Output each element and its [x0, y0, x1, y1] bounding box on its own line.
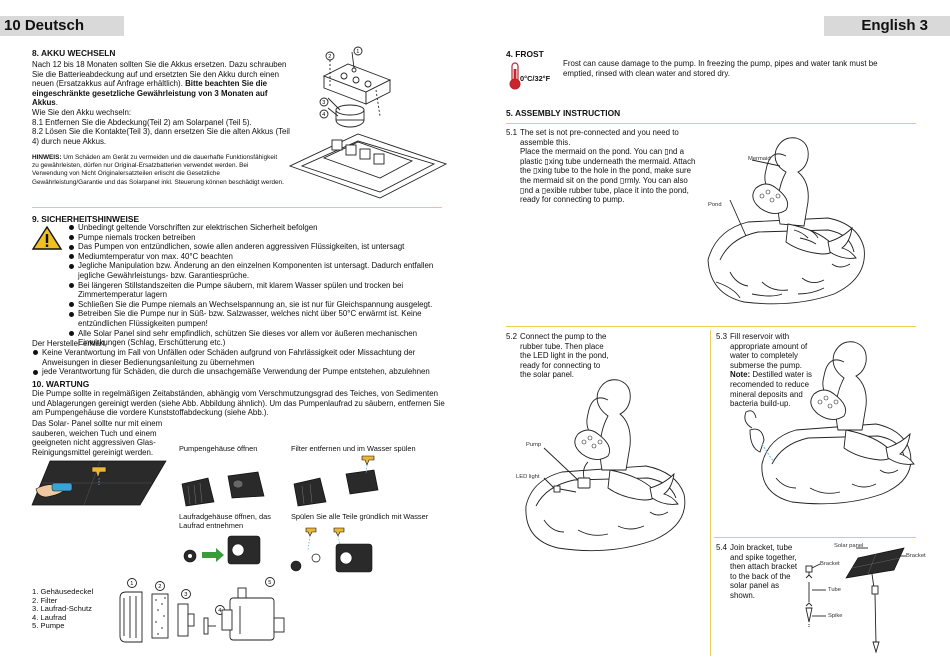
- part-number-2: 2: [158, 584, 161, 590]
- divider: [714, 537, 916, 538]
- callout-3: 3: [322, 100, 325, 106]
- section-9-heading: 9. SICHERHEITSHINWEISE: [32, 214, 140, 224]
- step-5-4: 5.4 Join bracket, tube and spike togethe…: [716, 543, 798, 600]
- frost-temperature: 0°C/32°F: [520, 74, 551, 83]
- exploded-parts-diagram: 1 2 3 4 5: [119, 577, 285, 643]
- parts-list: 1. Gehäusedeckel 2. Filter 3. Laufrad-Sc…: [32, 587, 94, 631]
- caption-impeller: Laufradgehäuse öffnen, das Laufrad entne…: [179, 512, 271, 530]
- warning-icon: [31, 225, 63, 250]
- label-pump: Pump: [526, 442, 542, 448]
- section-8-steps: Wie Sie den Akku wechseln: 8.1 Entfernen…: [32, 108, 290, 146]
- parts-rinse-illustration: [290, 527, 373, 573]
- list-item: Unbedingt geltende Vorschriften zur elek…: [68, 223, 448, 233]
- label-spike: Spike: [828, 613, 843, 619]
- list-item: Mediumtemperatur von max. 40°C beachten: [68, 252, 448, 262]
- section-8-hint: HINWEIS: Um Schäden am Gerät zu vermeide…: [32, 154, 284, 186]
- mermaid-on-pond-illustration: [707, 137, 865, 305]
- label-tube: Tube: [828, 587, 841, 593]
- pump-and-led-illustration: [525, 379, 686, 552]
- part-number-5: 5: [268, 580, 271, 586]
- section-4-heading: 4. FROST: [506, 49, 544, 59]
- step-5-1: 5.1 The set is not pre-connected and you…: [506, 128, 696, 205]
- list-item: Bei längeren Stillstandszeiten die Pumpe…: [68, 281, 448, 300]
- caption-filter: Filter entfernen und im Wasser spülen: [291, 444, 416, 453]
- solar-panel-cleaning-illustration: [31, 460, 167, 506]
- part-number-4: 4: [218, 608, 221, 614]
- label-led: LED light: [516, 474, 540, 480]
- safety-list: Unbedingt geltende Vorschriften zur elek…: [68, 223, 448, 348]
- part-number-1: 1: [130, 581, 133, 587]
- list-item: Schließen Sie die Pumpe niemals an Wechs…: [68, 300, 448, 310]
- list-item: jede Verantwortung für Schäden, die durc…: [32, 367, 444, 377]
- battery-replacement-diagram: 1 2 3 4: [288, 46, 448, 199]
- callout-2: 2: [328, 54, 331, 60]
- label-bracket-panel: Bracket: [906, 553, 926, 559]
- section-8-heading: 8. AKKU WECHSELN: [32, 48, 116, 58]
- divider: [506, 123, 916, 124]
- filter-rinse-illustration: [293, 455, 379, 507]
- pump-open-illustration: [181, 471, 265, 507]
- caption-rinse: Spülen Sie alle Teile gründlich mit Wass…: [291, 512, 429, 521]
- list-item: Alle Solar Panel sind sehr empfindlich, …: [68, 329, 448, 348]
- section-5-heading: 5. ASSEMBLY INSTRUCTION: [506, 108, 621, 118]
- list-item: Das Pumpen von entzündlichen, sowie alle…: [68, 242, 448, 252]
- label-pond: Pond: [708, 202, 722, 208]
- page-header-right: English 3: [824, 16, 950, 36]
- divider: [506, 326, 916, 327]
- column-divider: [710, 330, 711, 656]
- list-item: Jegliche Manipulation bzw. Änderung an d…: [68, 261, 448, 280]
- manufacturer-lead: Der Hersteller erklärt,: [32, 339, 107, 348]
- solar-panel-bracket-illustration: [805, 547, 906, 654]
- section-8-paragraph: Nach 12 bis 18 Monaten sollten Sie die A…: [32, 60, 287, 108]
- frost-text: Frost can cause damage to the pump. In f…: [563, 59, 878, 78]
- label-bracket: Bracket: [820, 561, 840, 567]
- divider: [32, 207, 442, 208]
- callout-1: 1: [356, 49, 359, 55]
- part-number-3: 3: [184, 592, 187, 598]
- section-10-heading: 10. WARTUNG: [32, 379, 90, 389]
- list-item: Keine Verantwortung im Fall von Unfällen…: [32, 348, 444, 367]
- label-mermaid: Mermaid: [748, 156, 771, 162]
- page-header-left: 10 Deutsch: [0, 16, 124, 36]
- manufacturer-list: Keine Verantwortung im Fall von Unfällen…: [32, 348, 444, 377]
- caption-open-housing: Pumpengehäuse öffnen: [179, 444, 258, 453]
- fill-water-illustration: [744, 341, 915, 505]
- step-5-2: 5.2 Connect the pump to the rubber tube.…: [506, 332, 609, 380]
- label-solar-panel: Solar panel: [834, 543, 864, 549]
- list-item: Pumpe niemals trocken betreiben: [68, 233, 448, 243]
- impeller-removal-illustration: [183, 535, 261, 565]
- solar-cleaning-note: Das Solar- Panel sollte nur mit einem sa…: [32, 419, 163, 457]
- thermometer-icon: [509, 62, 521, 90]
- callout-4: 4: [322, 112, 325, 118]
- step-5-3: 5.3 Fill reservoir with appropriate amou…: [716, 332, 813, 409]
- list-item: Betreiben Sie die Pumpe nur in Süß- bzw.…: [68, 309, 448, 328]
- section-10-paragraph: Die Pumpe sollte in regelmäßigen Zeitabs…: [32, 389, 445, 418]
